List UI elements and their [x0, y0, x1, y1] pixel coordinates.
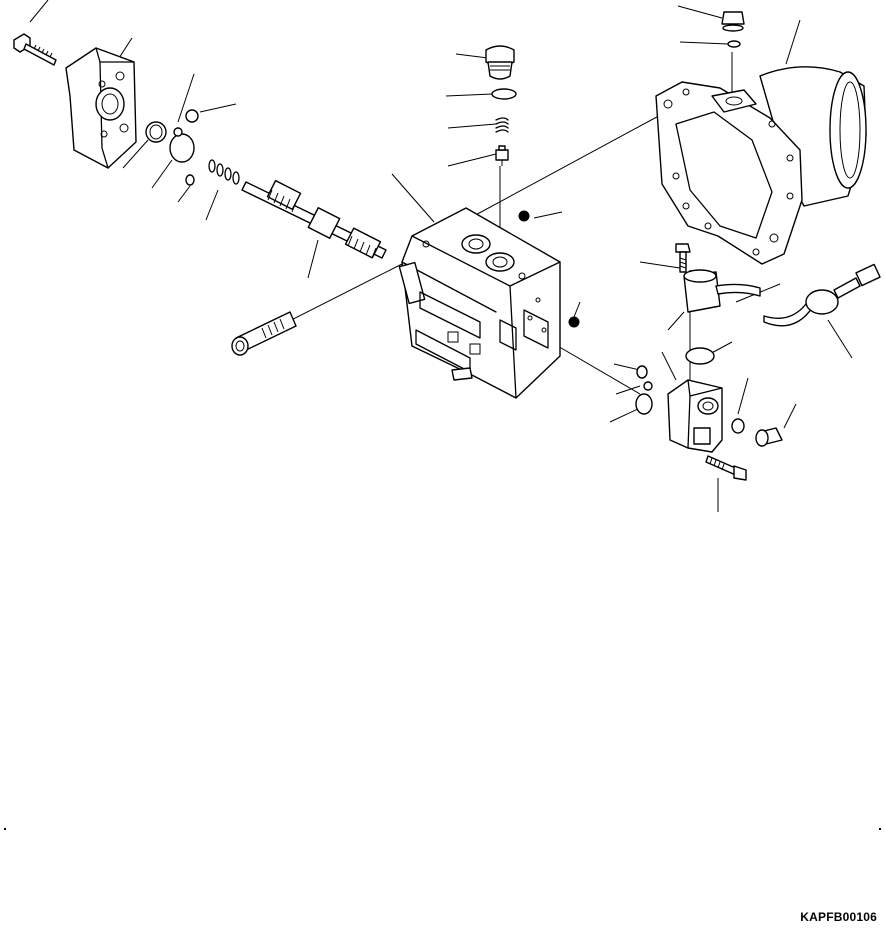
- o-ring-block-2: [643, 381, 653, 391]
- o-ring-block-1: [636, 365, 648, 379]
- cover-plate: [65, 47, 137, 169]
- bolt-solenoid: [675, 243, 691, 273]
- valve-block: [667, 379, 723, 453]
- o-ring-solenoid: [685, 347, 715, 365]
- plug-block: [755, 427, 783, 447]
- o-ring-block-4: [731, 418, 745, 434]
- plug-small-2: [568, 316, 580, 328]
- bolt-block: [705, 455, 747, 481]
- corner-mark-right: [879, 828, 881, 830]
- spring-top: [495, 117, 509, 133]
- plug-small-1: [518, 210, 530, 222]
- drawing-code: KAPFB00106: [800, 910, 877, 924]
- bolt-top-left: [13, 33, 57, 66]
- o-ring-top: [491, 88, 517, 100]
- spool-assembly: [241, 179, 387, 259]
- solenoid: [683, 263, 881, 327]
- plug-top: [485, 45, 515, 80]
- o-ring-block-3: [635, 393, 653, 415]
- poppet-top: [495, 145, 509, 166]
- leader-lines: [29, 0, 853, 512]
- spring-left: [208, 159, 240, 185]
- valve-body: [398, 207, 561, 399]
- motor-housing: [655, 66, 867, 265]
- plug-housing: [721, 11, 745, 32]
- o-rings-left: [145, 109, 199, 186]
- corner-mark-left: [4, 828, 6, 830]
- o-ring-housing: [727, 40, 741, 48]
- plug-left: [231, 311, 297, 356]
